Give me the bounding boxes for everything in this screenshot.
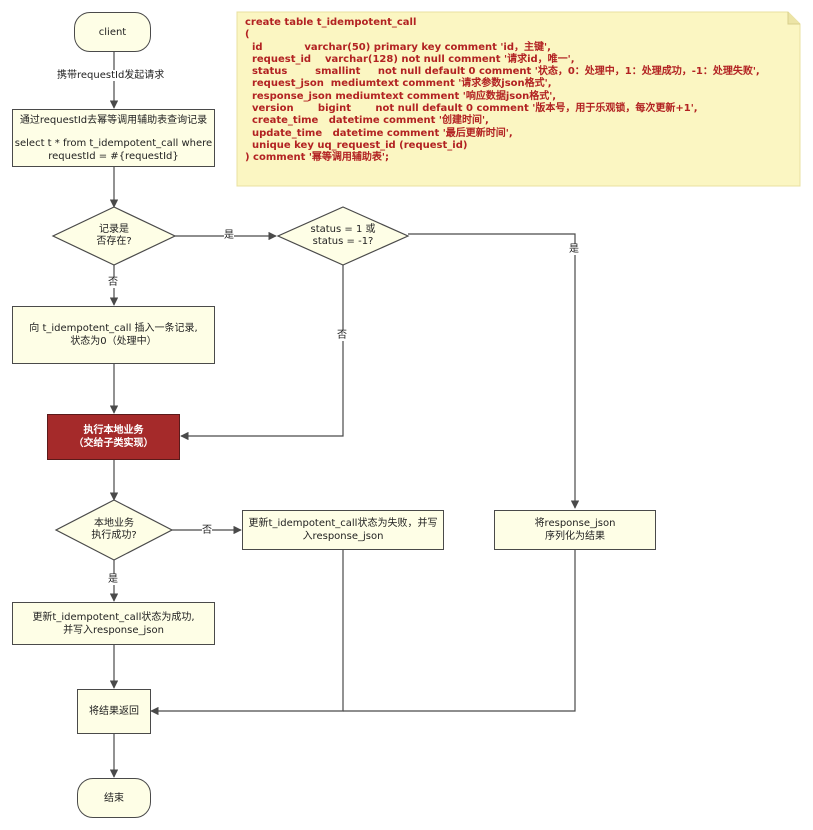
success-line-1: 本地业务 xyxy=(94,518,134,529)
note-fold xyxy=(787,12,800,25)
exists-decision-label: 记录是 否存在? xyxy=(74,224,154,248)
insert-node: 向 t_idempotent_call 插入一条记录, 状态为0（处理中） xyxy=(12,306,215,364)
success-line-2: 执行成功? xyxy=(91,530,137,541)
fail-line-1: 更新t_idempotent_call状态为失败，并写 xyxy=(248,518,438,529)
sql-line-8: version bigint not null default 0 commen… xyxy=(245,103,698,115)
sql-line-5: status smallint not null default 0 comme… xyxy=(245,66,760,78)
status-decision-label: status = 1 或 status = -1? xyxy=(293,224,393,248)
exists-line-2: 否存在? xyxy=(96,236,132,247)
query-line-1: 通过requestId去幂等调用辅助表查询记录 xyxy=(19,114,208,126)
status-line-1: status = 1 或 xyxy=(310,224,376,235)
success-update-node: 更新t_idempotent_call状态为成功, 并写入response_js… xyxy=(12,602,215,645)
edge-label-exists-no: 否 xyxy=(108,277,118,288)
sql-line-10: update_time datetime comment '最后更新时间', xyxy=(245,127,513,139)
serialize-line-2: 序列化为结果 xyxy=(545,531,605,542)
edge-label-success-yes: 是 xyxy=(108,574,118,585)
edge-label-carry: 携带requestId发起请求 xyxy=(57,70,165,81)
sql-line-4: request_id varchar(128) not null comment… xyxy=(245,53,575,65)
sql-line-1: create table t_idempotent_call xyxy=(245,17,417,28)
return-node: 将结果返回 xyxy=(77,689,151,734)
edge-label-exists-yes: 是 xyxy=(224,230,234,241)
query-node: 通过requestId去幂等调用辅助表查询记录 select t * from … xyxy=(12,109,215,167)
success-update-line-2: 并写入response_json xyxy=(63,624,164,636)
query-line-3: select t * from t_idempotent_call where xyxy=(14,137,213,149)
end-node: 结束 xyxy=(77,778,151,818)
insert-line-1: 向 t_idempotent_call 插入一条记录, xyxy=(29,323,198,334)
query-line-4: requestId = #{requestId} xyxy=(48,150,179,162)
sql-line-11: unique key uq_request_id (request_id) xyxy=(245,139,468,151)
sql-line-7: response_json mediumtext comment '响应数据js… xyxy=(245,90,557,102)
fail-line-2: 入response_json xyxy=(302,531,384,542)
return-label: 将结果返回 xyxy=(89,706,139,717)
success-update-line-1: 更新t_idempotent_call状态为成功, xyxy=(32,611,195,623)
serialize-node: 将response_json 序列化为结果 xyxy=(494,510,656,550)
sql-line-3: id varchar(50) primary key comment 'id，主… xyxy=(245,41,551,53)
local-line-2: （交给子类实现） xyxy=(73,438,154,449)
sql-note: create table t_idempotent_call ( id varc… xyxy=(245,17,795,165)
note-shape xyxy=(236,11,801,187)
sql-line-2: ( xyxy=(245,29,250,41)
success-decision-shape xyxy=(54,499,174,561)
edge-status-serialize xyxy=(408,233,580,509)
serialize-line-1: 将response_json xyxy=(534,518,616,529)
end-label: 结束 xyxy=(104,792,124,804)
insert-line-2: 状态为0（处理中） xyxy=(70,336,157,347)
client-node: client xyxy=(74,12,151,52)
edge-status-local xyxy=(180,265,344,441)
status-line-2: status = -1? xyxy=(312,236,374,247)
exists-decision-shape xyxy=(51,206,177,266)
status-decision-shape xyxy=(276,206,410,266)
edge-label-status-no: 否 xyxy=(337,330,347,341)
sql-line-9: create_time datetime comment '创建时间', xyxy=(245,115,489,127)
local-business-node: 执行本地业务 （交给子类实现） xyxy=(47,414,180,460)
sql-line-12: ) comment '幂等调用辅助表'; xyxy=(245,152,389,164)
success-decision-label: 本地业务 执行成功? xyxy=(74,518,154,542)
exists-line-1: 记录是 xyxy=(99,224,129,235)
edge-label-success-no: 否 xyxy=(202,525,212,536)
client-label: client xyxy=(98,26,127,38)
local-line-1: 执行本地业务 xyxy=(83,425,144,436)
edge-serialize-return xyxy=(343,550,576,712)
edge-label-status-yes: 是 xyxy=(569,244,579,255)
sql-line-6: request_json mediumtext comment '请求参数jso… xyxy=(245,78,552,90)
fail-update-node: 更新t_idempotent_call状态为失败，并写 入response_js… xyxy=(242,510,444,550)
